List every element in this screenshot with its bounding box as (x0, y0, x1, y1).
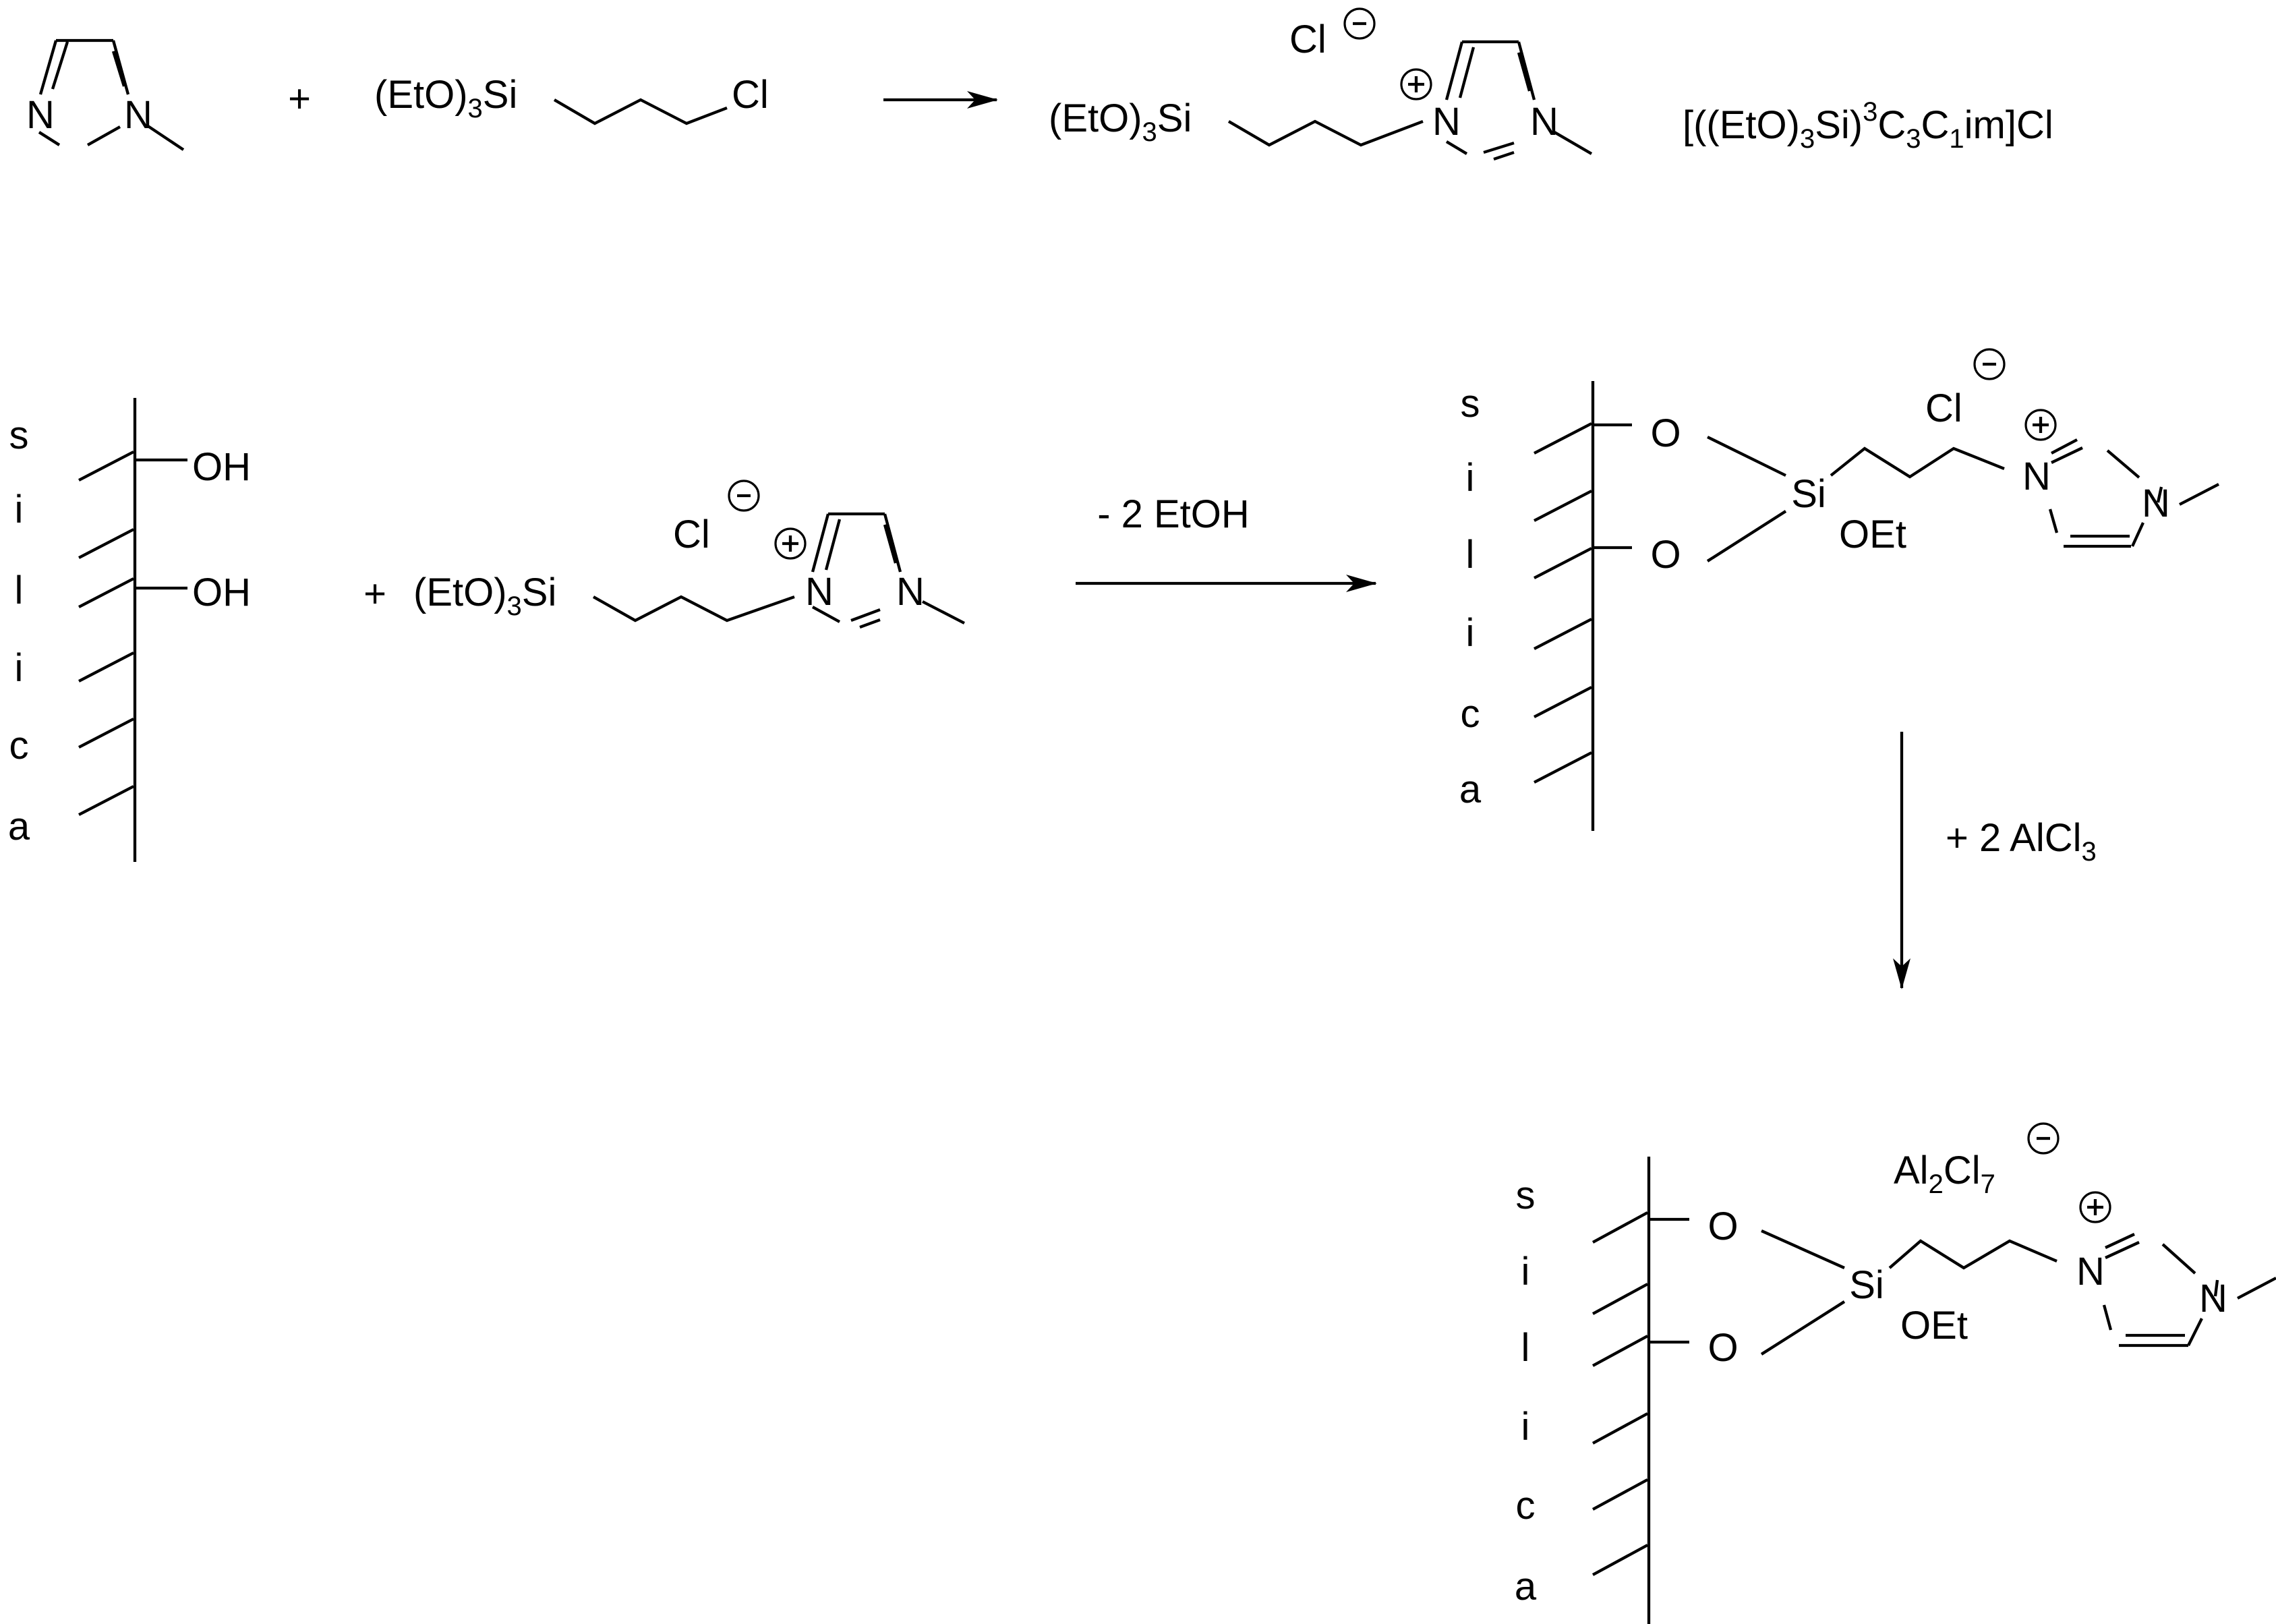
anion-cl: Cl (1289, 18, 1326, 61)
ethoxy-group: OEt (1900, 1304, 1968, 1347)
plus-sign: + (288, 77, 311, 121)
atom-o: O (1708, 1326, 1738, 1370)
atom-n-plus: N (2076, 1250, 2105, 1294)
silica-letter: i (1521, 1405, 1530, 1449)
atom-o: O (1650, 533, 1681, 577)
atom-n: N (124, 93, 152, 137)
atom-o: O (1650, 411, 1681, 455)
reaction-condition: + 2 AlCl3 (1946, 816, 2097, 867)
product-name: [((EtO)3Si)3C3C1im]Cl (1683, 97, 2053, 154)
reaction-2: s i l i c a OH OH + Cl (EtO)3Si N N - 2 … (8, 348, 2219, 862)
silica-letter: i (15, 488, 24, 531)
reaction-condition: - 2 EtOH (1097, 492, 1250, 536)
imidazolium-silane-reagent: Cl (EtO)3Si N N (413, 480, 965, 629)
silane-group-label: (EtO)3Si (413, 571, 556, 621)
silica-letter: l (1466, 533, 1475, 577)
atom-n: N (896, 570, 925, 614)
atom-n-plus: N (1432, 100, 1461, 144)
atom-si: Si (1791, 472, 1826, 516)
silica-letter: i (1466, 456, 1475, 500)
ethoxy-group: OEt (1839, 513, 1906, 556)
atom-n: N (2199, 1277, 2227, 1321)
silica-letter: c (1461, 692, 1480, 736)
silica-letter: a (1515, 1565, 1537, 1608)
atom-n-plus: N (805, 570, 834, 614)
hydroxyl-group: OH (192, 571, 251, 614)
atom-n-plus: N (2022, 455, 2051, 498)
silica-letter: i (1466, 611, 1475, 655)
chloropropyl-silane-reagent: (EtO)3Si Cl (374, 73, 769, 125)
atom-n: N (1530, 100, 1558, 144)
silica-letter: l (1521, 1326, 1530, 1370)
silica-letter: i (15, 646, 24, 690)
silane-group-label: (EtO)3Si (1049, 96, 1192, 147)
hydroxyl-group: OH (192, 445, 251, 489)
silica-letter: c (1516, 1484, 1536, 1528)
silica-letter: l (15, 569, 24, 612)
silica-letter: s (9, 413, 29, 457)
anion-cl: Cl (1925, 386, 1962, 430)
atom-si: Si (1849, 1263, 1884, 1307)
chloroaluminate-product: s i l i c a O O Si OEt Al2Cl7 N N (1515, 1122, 2276, 1624)
silica-letter: i (1521, 1250, 1530, 1294)
methylimidazole-reactant: N N (26, 38, 185, 151)
atom-n: N (26, 93, 55, 137)
grafted-silica-product: s i l i c a O O Si OEt Cl N N (1459, 348, 2219, 831)
reaction-3: + 2 AlCl3 s i l i c a O O Si OEt Al2Cl7 … (1515, 732, 2276, 1624)
atom-cl: Cl (732, 73, 769, 117)
anion-cl: Cl (673, 513, 710, 556)
atom-n: N (2142, 482, 2170, 525)
silica-letter: c (9, 724, 29, 767)
silane-group-label: (EtO)3Si (374, 73, 517, 123)
anion-al2cl7: Al2Cl7 (1894, 1149, 1995, 1199)
silica-letter: s (1461, 382, 1480, 426)
silica-surface-reactant: s i l i c a OH OH (8, 398, 251, 862)
atom-o: O (1708, 1205, 1738, 1248)
silica-letter: a (8, 805, 30, 848)
reaction-1: N N + (EtO)3Si Cl Cl (EtO)3Si N N [((EtO… (26, 7, 2053, 161)
silica-letter: s (1516, 1173, 1536, 1217)
plus-sign: + (363, 572, 386, 616)
imidazolium-chloride-product: Cl (EtO)3Si N N (1049, 7, 1593, 161)
silica-letter: a (1459, 767, 1482, 811)
